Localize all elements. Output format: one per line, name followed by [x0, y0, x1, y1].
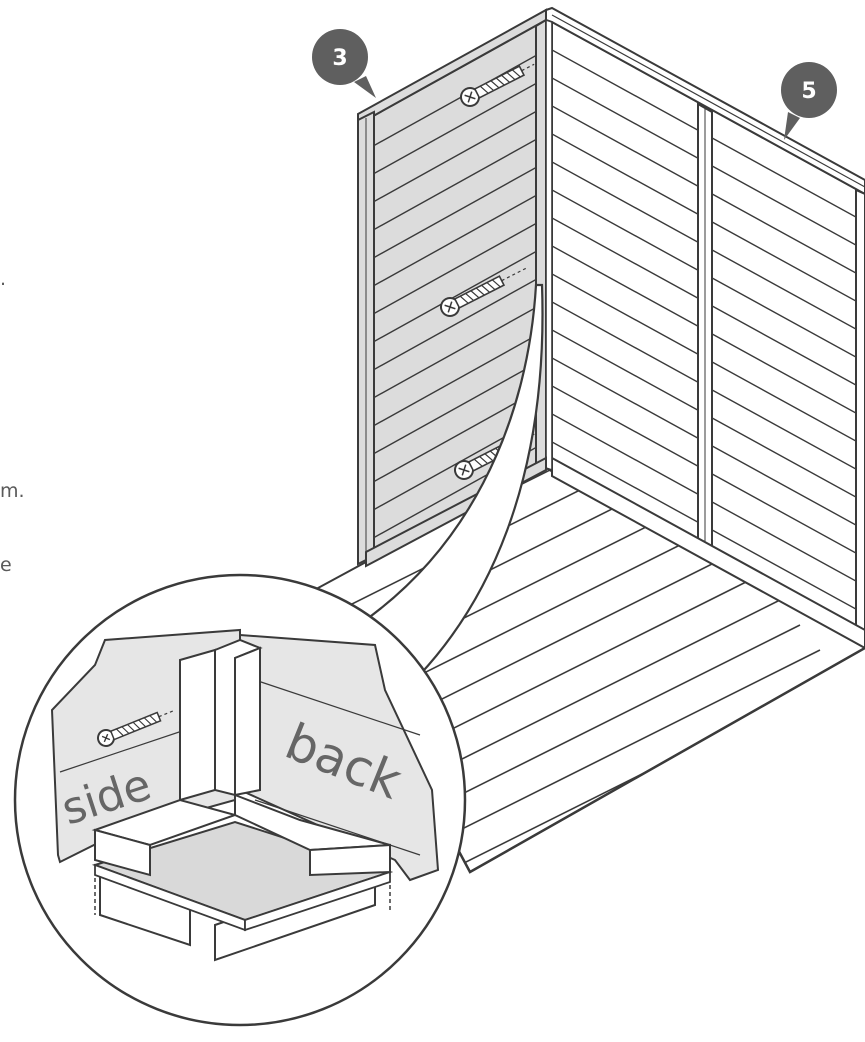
callout-number-3: 3 [332, 46, 347, 71]
screw-top [460, 63, 535, 107]
text-fragment-m: m. [0, 480, 25, 502]
screw-middle [440, 267, 527, 317]
text-fragment-e: e [0, 554, 12, 576]
callout-number-5: 5 [801, 79, 816, 104]
detail-screw [97, 710, 173, 747]
detail-callout: side back [13, 573, 467, 1027]
callout-badge-5: 5 [781, 62, 837, 140]
text-fragment-period: . [0, 268, 7, 290]
back-panel [545, 6, 865, 650]
side-panel [357, 8, 553, 568]
callout-badge-3: 3 [312, 29, 376, 98]
